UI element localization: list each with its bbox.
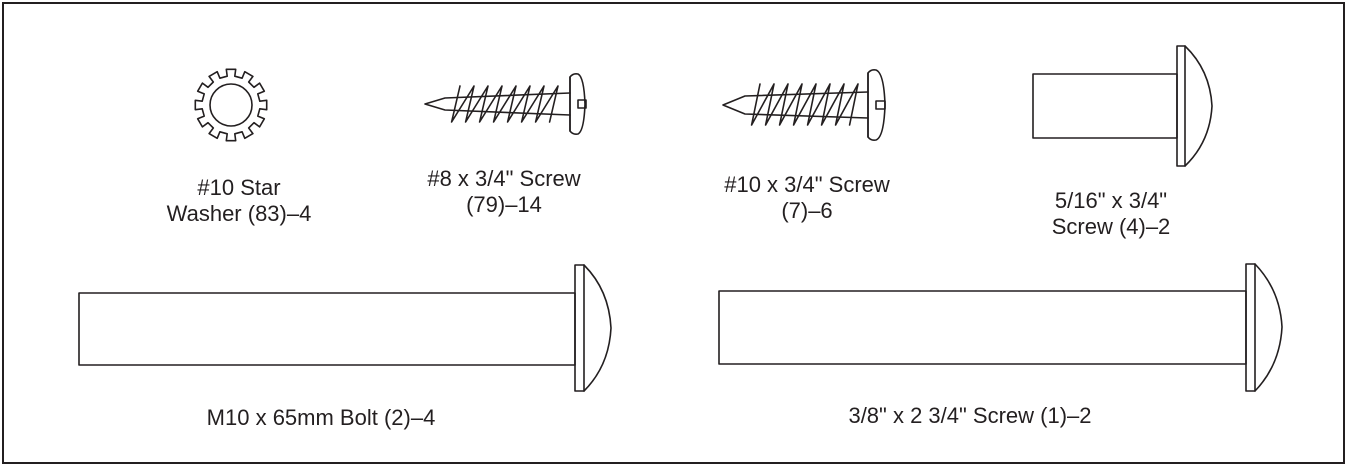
hardware-card-border [2,2,1345,464]
screw-516-caption: 5/16" x 3/4" Screw (4)–2 [1051,188,1171,239]
screw-10-caption: #10 x 3/4" Screw (7)–6 [724,172,890,223]
screw-8-drawing [424,73,587,135]
star-washer-drawing [194,68,268,142]
star-washer-caption: #10 Star Washer (83)–4 [166,175,312,226]
screw-516-drawing [1032,45,1213,167]
screw-38-drawing [718,263,1283,392]
bolt-m10-drawing [78,264,612,392]
screw-8-caption: #8 x 3/4" Screw (79)–14 [427,166,581,217]
screw-10-drawing [722,69,886,141]
bolt-m10-caption: M10 x 65mm Bolt (2)–4 [206,405,436,430]
screw-38-caption: 3/8" x 2 3/4" Screw (1)–2 [848,403,1092,428]
